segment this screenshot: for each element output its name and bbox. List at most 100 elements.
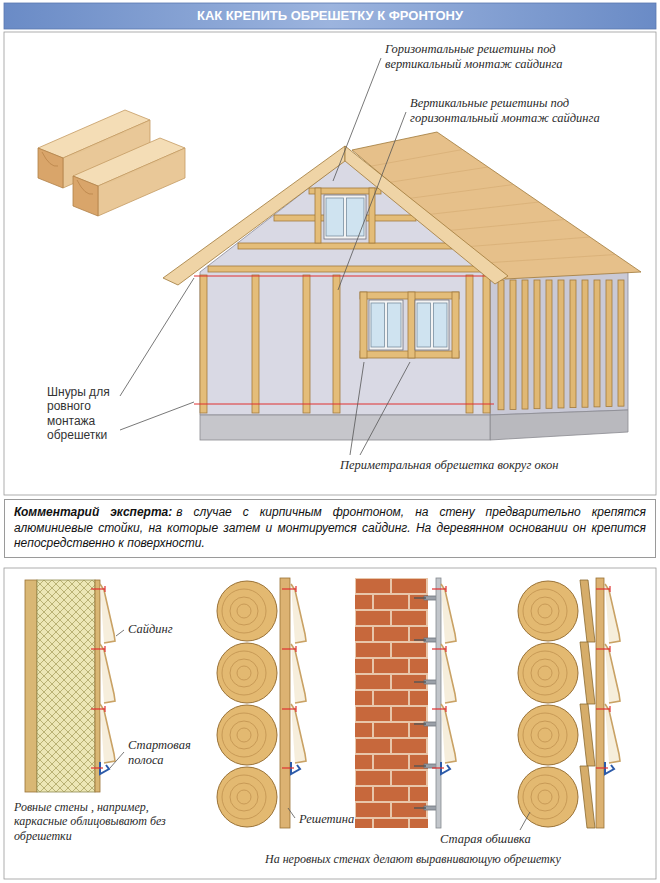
window-frame xyxy=(369,300,403,350)
old-sheathing xyxy=(580,642,595,704)
brick xyxy=(356,771,390,785)
brick xyxy=(374,723,408,737)
siding-panel xyxy=(605,704,620,763)
roof-line xyxy=(429,202,540,215)
siding-panel xyxy=(291,704,306,763)
log-ring xyxy=(237,604,251,618)
leader-line xyxy=(120,278,194,396)
wood-grain xyxy=(77,180,93,194)
nail xyxy=(282,767,294,768)
figure-caption: На неровных стенах делают выравнивающую … xyxy=(265,852,635,866)
bottom-panel xyxy=(4,568,656,879)
anchor xyxy=(414,597,426,598)
guide-string xyxy=(194,276,494,277)
brick xyxy=(392,611,426,625)
window-glass xyxy=(371,303,385,347)
nail xyxy=(295,646,296,652)
nail xyxy=(445,586,446,592)
log-ring xyxy=(230,783,258,811)
figure-caption: Ровные стены , например, каркасные облиц… xyxy=(14,800,174,843)
window-glass xyxy=(417,303,431,347)
log-ring xyxy=(531,721,559,749)
window-glass xyxy=(326,198,344,236)
brick xyxy=(355,819,372,828)
leader-line xyxy=(350,362,364,455)
brick xyxy=(356,579,390,593)
stud xyxy=(25,580,37,792)
wood-grain xyxy=(106,132,126,140)
nail xyxy=(432,588,446,589)
log-ring xyxy=(538,604,552,618)
old-sheathing xyxy=(580,580,595,642)
log-ring xyxy=(230,659,258,687)
log xyxy=(217,581,277,641)
siding-panel xyxy=(605,644,620,703)
log xyxy=(217,643,277,703)
siding-panel xyxy=(441,584,456,643)
nail xyxy=(596,767,608,768)
side-batten xyxy=(582,280,588,407)
log xyxy=(217,767,277,827)
log-ring xyxy=(237,666,251,680)
side-batten xyxy=(534,280,540,409)
brick xyxy=(410,627,428,641)
window-batten xyxy=(452,292,459,358)
roof-line xyxy=(371,150,462,167)
comment-box: Комментарий эксперта:в случае с кирпичны… xyxy=(4,499,656,558)
brick xyxy=(410,691,428,705)
batten xyxy=(596,578,604,828)
roof-line xyxy=(467,237,590,247)
nail xyxy=(609,706,610,712)
brick xyxy=(392,803,426,817)
nail xyxy=(104,586,105,592)
log-ring xyxy=(222,775,266,819)
siding-panel xyxy=(291,584,306,643)
nail xyxy=(282,648,296,649)
roof-line xyxy=(390,167,488,182)
roof-line xyxy=(486,255,616,263)
brick xyxy=(355,691,372,705)
callout-label: Шнуры для ровного монтажа обрешетки xyxy=(47,385,127,443)
brick xyxy=(355,787,372,801)
side-foundation xyxy=(490,410,628,440)
brick xyxy=(410,595,428,609)
brick-wall xyxy=(355,578,428,828)
wall-sections xyxy=(25,578,620,833)
brick xyxy=(374,691,408,705)
brick xyxy=(356,611,390,625)
brick xyxy=(392,675,426,689)
wood-grain xyxy=(70,148,90,156)
vertical-batten xyxy=(466,275,473,413)
siding-panel xyxy=(100,644,115,703)
nail xyxy=(91,767,103,768)
brick xyxy=(410,755,428,769)
siding-panel xyxy=(100,584,115,643)
wood-grain xyxy=(88,140,108,148)
brick xyxy=(374,787,408,801)
side-batten xyxy=(558,280,564,408)
window-batten xyxy=(360,292,367,358)
callout-label: Периметральная обрешетка вокруг окон xyxy=(340,458,640,473)
nail xyxy=(104,646,105,652)
window-glass xyxy=(388,303,402,347)
log-ring xyxy=(222,713,266,757)
wood-grain xyxy=(105,176,125,184)
nail xyxy=(104,706,105,712)
leader-line xyxy=(333,58,381,181)
gable-batten xyxy=(315,188,321,243)
log xyxy=(518,643,578,703)
side-batten xyxy=(522,280,528,409)
brick xyxy=(356,803,390,817)
beam-end xyxy=(73,176,98,216)
nail xyxy=(91,588,105,589)
siding-panel xyxy=(441,704,456,763)
side-batten xyxy=(618,280,624,406)
nail xyxy=(596,588,610,589)
brick xyxy=(410,787,428,801)
brick xyxy=(410,819,428,828)
nail xyxy=(596,708,610,709)
fascia xyxy=(163,146,345,285)
nail xyxy=(609,586,610,592)
side-batten xyxy=(510,280,516,409)
nail xyxy=(432,767,444,768)
